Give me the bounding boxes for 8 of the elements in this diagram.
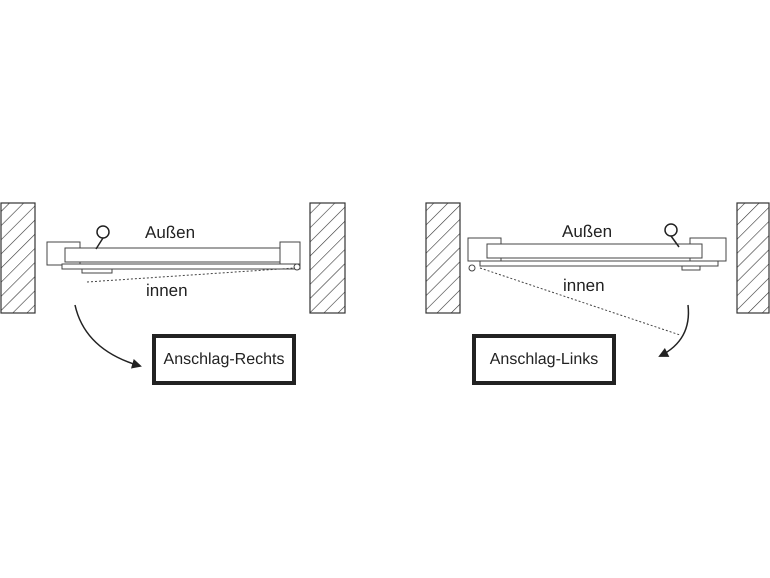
label-box bbox=[152, 334, 296, 385]
side-label: innen bbox=[146, 281, 188, 301]
hinge-side-text: Anschlag-Rechts bbox=[164, 350, 284, 368]
side-label: Außen bbox=[562, 222, 612, 242]
label-box bbox=[472, 334, 616, 385]
side-label: Außen bbox=[145, 223, 196, 243]
hinge-side-text: Anschlag-Links bbox=[490, 350, 598, 368]
side-label: innen bbox=[563, 276, 605, 296]
